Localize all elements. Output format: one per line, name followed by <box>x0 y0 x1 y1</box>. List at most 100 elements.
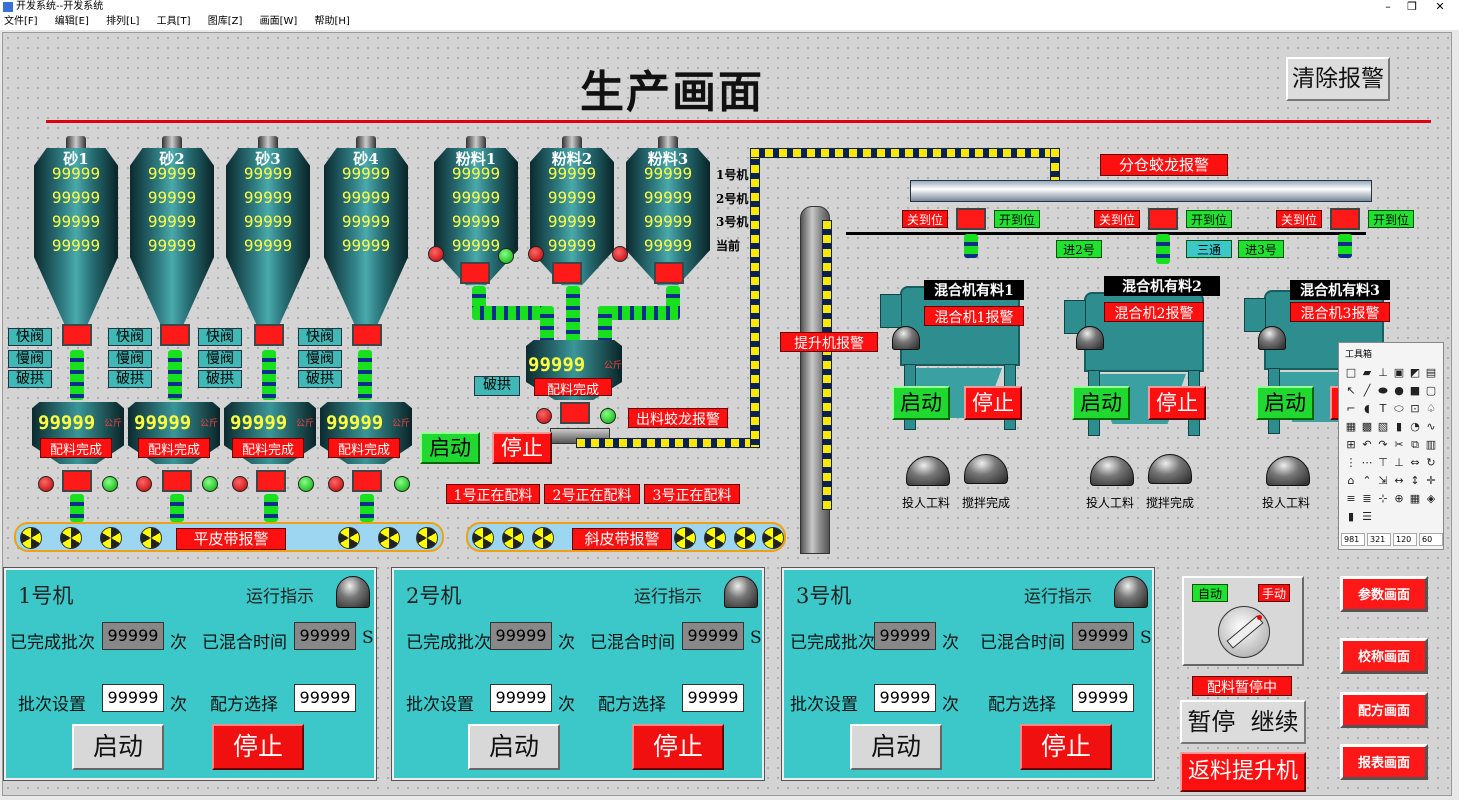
split-gate-1[interactable] <box>956 208 986 230</box>
return-hoist-button[interactable]: 返料提升机 <box>1180 752 1306 792</box>
line-icon[interactable]: ╱ <box>1363 384 1371 397</box>
menu-help[interactable]: 帮助[H] <box>314 16 350 27</box>
table-icon[interactable]: ▦ <box>1345 420 1357 433</box>
slow-valve-button[interactable]: 慢阀 <box>108 350 152 368</box>
group-icon[interactable]: ⋮ <box>1345 456 1357 469</box>
params-screen-button[interactable]: 参数画面 <box>1340 576 1428 612</box>
powder-hopper-gate[interactable] <box>560 402 590 424</box>
tree-icon[interactable]: ♤ <box>1426 402 1436 415</box>
fill-icon[interactable]: ▮ <box>1347 510 1355 523</box>
calibrate-screen-button[interactable]: 校称画面 <box>1340 638 1428 674</box>
gauge-icon[interactable]: ◔ <box>1410 420 1420 433</box>
mixer-1-start-button[interactable]: 启动 <box>892 386 950 420</box>
sand-gate-3[interactable] <box>254 324 284 346</box>
image-icon[interactable]: ◩ <box>1409 366 1421 379</box>
palette-icon[interactable]: ▦ <box>1409 492 1421 505</box>
link-icon[interactable]: ∿ <box>1426 420 1436 433</box>
frame-icon[interactable]: ▢ <box>1425 384 1437 397</box>
slow-valve-button[interactable]: 慢阀 <box>298 350 342 368</box>
resume-label[interactable]: 继续 <box>1250 708 1299 736</box>
pause-label[interactable]: 暂停 <box>1187 708 1236 736</box>
batch-set-input[interactable]: 99999 <box>490 684 552 712</box>
panel-stop-button[interactable]: 停止 <box>1020 724 1112 770</box>
width-icon[interactable]: ↔ <box>1394 474 1404 487</box>
circle-icon[interactable]: ● <box>1394 384 1404 397</box>
minimize-icon[interactable]: – <box>1385 0 1391 13</box>
redo-icon[interactable]: ↷ <box>1378 438 1388 451</box>
sand-gate-2[interactable] <box>160 324 190 346</box>
color-icon[interactable]: ◈ <box>1426 492 1436 505</box>
grid-icon[interactable]: ▩ <box>1361 420 1373 433</box>
powder-arch-button[interactable]: 破拱 <box>474 376 520 396</box>
menu-arrange[interactable]: 排列[L] <box>106 16 140 27</box>
open-icon[interactable]: ▰ <box>1362 366 1372 379</box>
screen-icon[interactable]: ▤ <box>1425 366 1437 379</box>
pointer-icon[interactable]: ↖ <box>1346 384 1356 397</box>
text-icon[interactable]: T <box>1379 402 1387 415</box>
hopper-gate-1[interactable] <box>62 470 92 492</box>
snap-icon[interactable]: ⊹ <box>1378 492 1388 505</box>
arch-break-button[interactable]: 破拱 <box>8 370 52 388</box>
fast-valve-button[interactable]: 快阀 <box>8 328 52 346</box>
slow-valve-button[interactable]: 慢阀 <box>8 350 52 368</box>
clear-alarm-button[interactable]: 清除报警 <box>1286 57 1390 101</box>
back-icon[interactable]: ⊥ <box>1394 456 1404 469</box>
mixer-2-start-button[interactable]: 启动 <box>1072 386 1130 420</box>
recipe-input[interactable]: 99999 <box>682 684 744 712</box>
align-icon[interactable]: ⊞ <box>1346 438 1356 451</box>
fast-valve-button[interactable]: 快阀 <box>198 328 242 346</box>
panel-start-button[interactable]: 启动 <box>850 724 942 770</box>
fast-valve-button[interactable]: 快阀 <box>298 328 342 346</box>
menu-gallery[interactable]: 图库[Z] <box>207 16 243 27</box>
batch-set-input[interactable]: 99999 <box>874 684 936 712</box>
panel-stop-button[interactable]: 停止 <box>632 724 724 770</box>
arc-icon[interactable]: ◖ <box>1364 402 1370 415</box>
report-screen-button[interactable]: 报表画面 <box>1340 744 1428 780</box>
oval-icon[interactable]: ⬭ <box>1394 402 1404 415</box>
sand-gate-4[interactable] <box>352 324 382 346</box>
powder-gate-2[interactable] <box>552 262 582 284</box>
flip-icon[interactable]: ⇔ <box>1410 456 1420 469</box>
recipe-screen-button[interactable]: 配方画面 <box>1340 692 1428 728</box>
menu-edit[interactable]: 编辑[E] <box>54 16 89 27</box>
hopper-gate-2[interactable] <box>162 470 192 492</box>
split-gate-2[interactable] <box>1148 208 1178 230</box>
powder-stop-button[interactable]: 停止 <box>492 432 552 464</box>
batch-set-input[interactable]: 99999 <box>102 684 164 712</box>
powder-start-button[interactable]: 启动 <box>420 432 480 464</box>
bar-icon[interactable]: ▮ <box>1395 420 1403 433</box>
pen-icon[interactable]: ☰ <box>1362 510 1372 523</box>
paste-icon[interactable]: ▥ <box>1425 438 1437 451</box>
mixer-2-stop-button[interactable]: 停止 <box>1148 386 1206 420</box>
sand-gate-1[interactable] <box>62 324 92 346</box>
dist-icon[interactable]: ≡ <box>1346 492 1356 505</box>
pause-resume-button[interactable]: 暂停 继续 <box>1180 700 1306 744</box>
menu-screen[interactable]: 画面[W] <box>259 16 298 27</box>
close-icon[interactable]: ✕ <box>1435 0 1445 13</box>
undo-icon[interactable]: ↶ <box>1362 438 1372 451</box>
lock-icon[interactable]: ⌂ <box>1347 474 1355 487</box>
save-icon[interactable]: ▣ <box>1393 366 1405 379</box>
height-icon[interactable]: ↕ <box>1410 474 1420 487</box>
recipe-input[interactable]: 99999 <box>1072 684 1134 712</box>
panel-start-button[interactable]: 启动 <box>468 724 560 770</box>
menu-tools[interactable]: 工具[T] <box>156 16 191 27</box>
copy-icon[interactable]: ⧉ <box>1411 438 1419 451</box>
menu-file[interactable]: 文件[F] <box>4 16 38 27</box>
size-icon[interactable]: ⇲ <box>1378 474 1388 487</box>
arch-break-button[interactable]: 破拱 <box>108 370 152 388</box>
chart-icon[interactable]: ▧ <box>1377 420 1389 433</box>
restore-icon[interactable]: ❐ <box>1407 0 1417 13</box>
powder-gate-1[interactable] <box>460 262 490 284</box>
rotate-icon[interactable]: ↻ <box>1426 456 1436 469</box>
mode-knob[interactable] <box>1218 606 1270 658</box>
recipe-input[interactable]: 99999 <box>294 684 356 712</box>
center-icon[interactable]: ✛ <box>1426 474 1436 487</box>
cut-icon[interactable]: ✂ <box>1394 438 1404 451</box>
mixer-1-stop-button[interactable]: 停止 <box>964 386 1022 420</box>
pin-icon[interactable]: ⊥ <box>1378 366 1388 379</box>
ellipse-icon[interactable]: ⬬ <box>1378 384 1388 397</box>
polyline-icon[interactable]: ⌐ <box>1346 402 1356 415</box>
slow-valve-button[interactable]: 慢阀 <box>198 350 242 368</box>
rect-icon[interactable]: ■ <box>1409 384 1421 397</box>
